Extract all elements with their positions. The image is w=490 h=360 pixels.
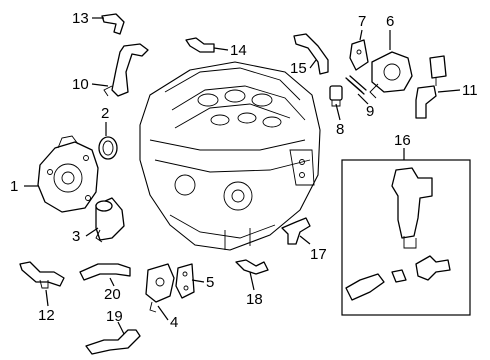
callout-14: 14 [230,42,247,59]
callout-10: 10 [72,76,89,93]
part-16-hose-kit [341,159,471,316]
part-20-hose [79,263,131,281]
callout-17: 17 [310,246,327,263]
part-15-hose [293,33,329,75]
callout-9: 9 [366,103,374,120]
part-8-sensor [329,85,343,107]
part-2-gasket [98,136,118,160]
part-12-hose [19,261,65,289]
part-18-hose [235,259,269,275]
callout-15: 15 [290,60,307,77]
part-11-pipe [415,55,447,119]
part-1-water-pump [37,135,99,213]
callout-5: 5 [206,274,214,291]
part-19-hose [85,329,141,355]
callout-19: 19 [106,308,123,325]
part-14-hose [185,37,215,53]
callout-16: 16 [394,132,411,149]
part-4-valve [145,263,175,313]
part-17-hose [281,217,311,245]
part-5-bracket [175,263,195,299]
part-6-water-outlet [369,51,413,99]
leader-lines [24,17,461,335]
callout-8: 8 [336,121,344,138]
part-3-housing [95,197,125,243]
callout-7: 7 [358,13,366,30]
callout-1: 1 [10,178,18,195]
callout-labels: 1 2 3 4 5 6 7 8 9 10 11 12 13 14 15 16 1… [10,10,478,331]
callout-3: 3 [72,228,80,245]
callout-13: 13 [72,10,89,27]
part-13-hose [101,13,125,35]
part-9-clip [345,75,367,95]
part-10-bypass-pipe [103,43,149,97]
engine-assembly [139,61,321,251]
callout-20: 20 [104,286,121,303]
callout-12: 12 [38,307,55,324]
part-7-bracket [349,39,369,71]
callout-4: 4 [170,314,178,331]
callout-6: 6 [386,13,394,30]
callout-18: 18 [246,291,263,308]
callout-11: 11 [462,82,478,99]
callout-2: 2 [101,105,109,122]
